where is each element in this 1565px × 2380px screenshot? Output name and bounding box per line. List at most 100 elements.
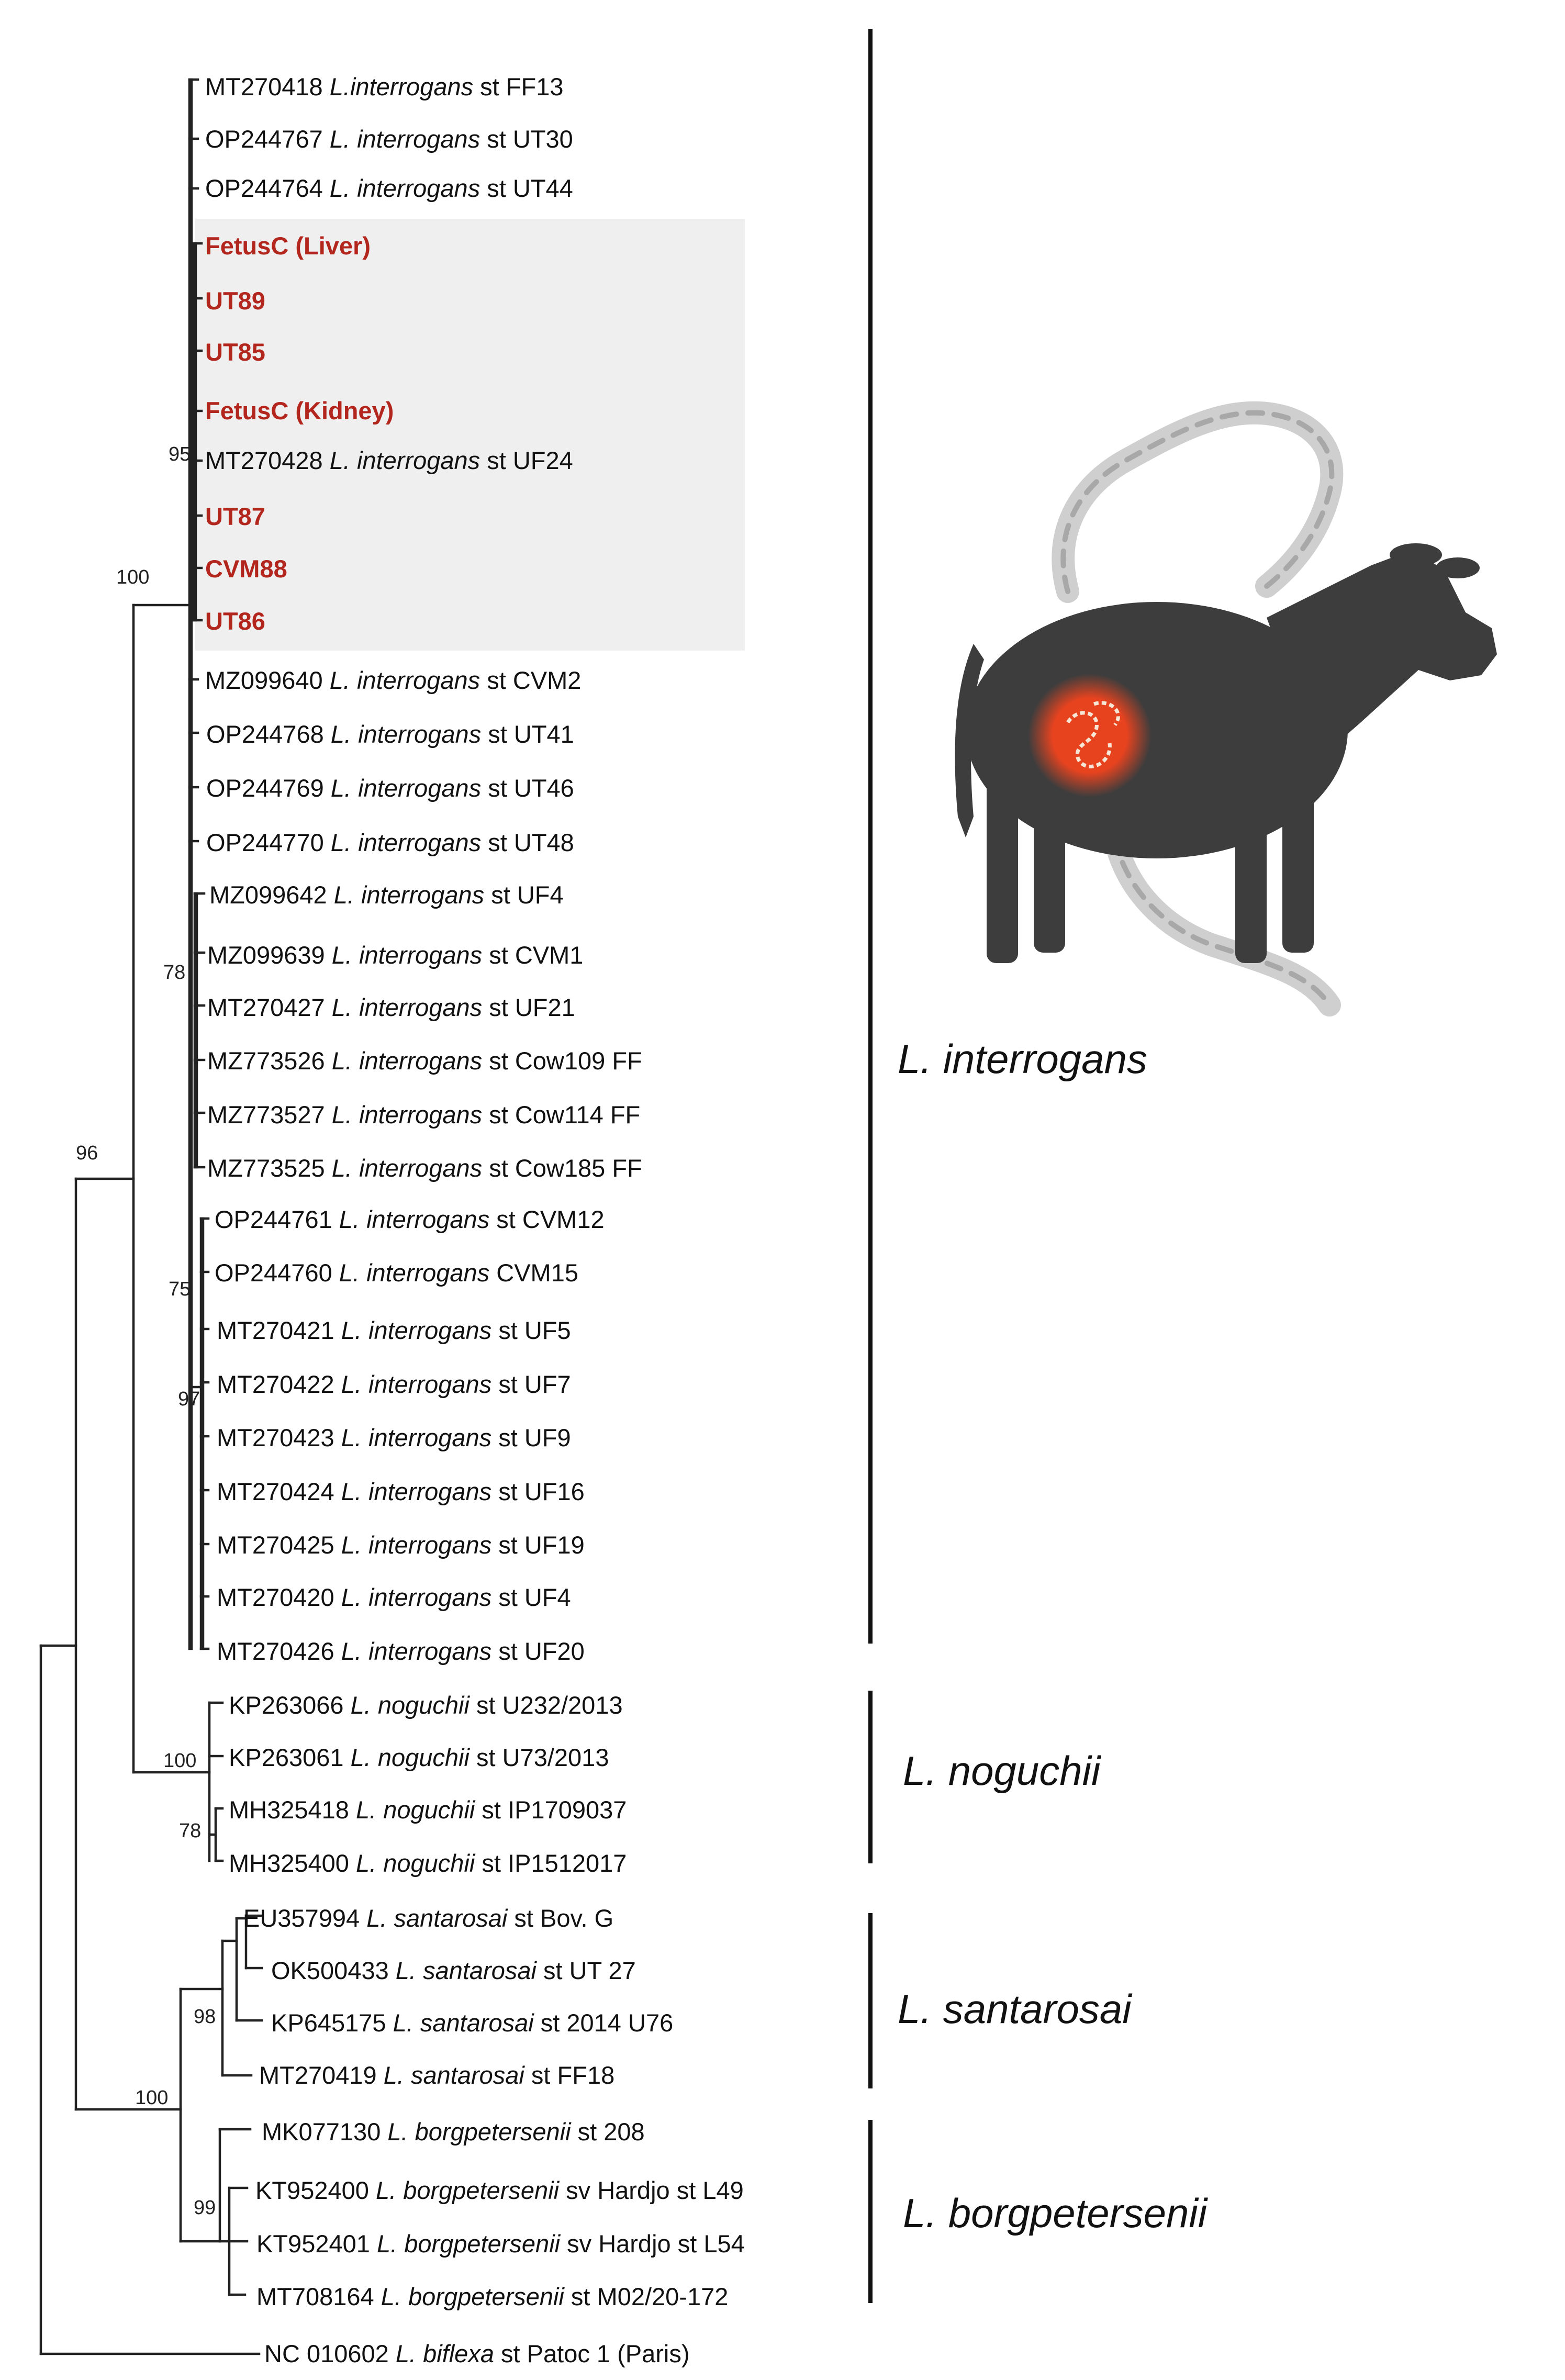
leaf-strain: st UF24: [480, 446, 573, 474]
leaf-label: MT708164 L. borgpetersenii st M02/20-172: [256, 2283, 728, 2310]
leaf-label: KT952401 L. borgpetersenii sv Hardjo st …: [256, 2230, 745, 2258]
leaf-label: MT270424 L. interrogans st UF16: [217, 1478, 585, 1505]
leaf-species: L. biflexa: [389, 2340, 494, 2367]
leaf-strain: st UT 27: [536, 1957, 636, 1984]
leaf-strain: sv Hardjo st L49: [559, 2176, 744, 2204]
leaf-species: L. interrogans: [324, 774, 481, 802]
leaf-label: OP244761 L. interrogans st CVM12: [215, 1205, 605, 1233]
bootstrap-value: 100: [116, 566, 149, 588]
leaf-label: KP645175 L. santarosai st 2014 U76: [271, 2009, 673, 2037]
leaf-accession: MT708164: [256, 2283, 374, 2310]
leaf-accession: MT270425: [217, 1531, 334, 1559]
leaf-accession: MT270423: [217, 1424, 334, 1451]
leaf-strain: st UT30: [480, 125, 573, 153]
leaf-species: L. borgpetersenii: [369, 2176, 560, 2204]
leaf-strain: st FF18: [524, 2061, 614, 2089]
leaf-label: KP263061 L. noguchii st U73/2013: [229, 1744, 609, 1771]
leaf-species: L. interrogans: [325, 993, 482, 1021]
leaf-accession: MZ099642: [209, 881, 327, 909]
leaf-label: MT270425 L. interrogans st UF19: [217, 1531, 585, 1559]
leaf-label: MK077130 L. borgpetersenii st 208: [262, 2118, 645, 2146]
leaf-accession: MT270421: [217, 1316, 334, 1344]
leaf-strain: st UF4: [491, 1583, 571, 1611]
leaf-accession: OK500433: [271, 1957, 389, 1984]
leaf-accession: OP244760: [215, 1259, 332, 1287]
leaf-species: L. interrogans: [324, 720, 481, 748]
bootstrap-value: 75: [169, 1278, 191, 1300]
leaf-strain: st UT44: [480, 174, 573, 202]
leaf-label: MT270423 L. interrogans st UF9: [217, 1424, 571, 1451]
leaf-species: L. interrogans: [325, 1101, 482, 1128]
leaf-label: OP244768 L. interrogans st UT41: [206, 720, 574, 748]
leaf-strain: st UF9: [491, 1424, 571, 1451]
leaf-label: NC 010602 L. biflexa st Patoc 1 (Paris): [264, 2340, 689, 2367]
leaf-accession: KT952401: [256, 2230, 370, 2258]
leaf-accession: MZ099640: [205, 666, 323, 694]
leaf-label: MZ099639 L. interrogans st CVM1: [207, 941, 583, 969]
leaf-species: L. noguchii: [349, 1796, 476, 1824]
leaf-species: L. interrogans: [334, 1531, 491, 1559]
leaf-accession: KP263066: [229, 1691, 344, 1719]
leaf-accession: OP244770: [206, 829, 324, 856]
leaf-strain: st IP1512017: [475, 1849, 627, 1877]
leaf-accession: KP263061: [229, 1744, 344, 1771]
leaf-accession: MH325400: [229, 1849, 349, 1877]
leaf-species: L. interrogans: [332, 1205, 489, 1233]
leaf-accession: OP244764: [205, 174, 323, 202]
leaf-species: L. noguchii: [344, 1691, 471, 1719]
leaf-strain: st UT41: [481, 720, 574, 748]
leaf-accession: MZ773525: [207, 1154, 325, 1182]
leaf-strain: st UF21: [482, 993, 575, 1021]
leaf-species: L. interrogans: [325, 941, 482, 969]
leaf-accession: UT89: [205, 287, 265, 315]
leaf-strain: st Cow109 FF: [482, 1047, 642, 1075]
leaf-strain: st Cow114 FF: [482, 1101, 640, 1128]
leaf-species: L. interrogans: [323, 446, 480, 474]
leaf-strain: st UF7: [491, 1370, 571, 1398]
leaf-accession: OP244768: [206, 720, 324, 748]
leaf-accession: EU357994: [243, 1904, 360, 1932]
leaf-label: MT270421 L. interrogans st UF5: [217, 1316, 571, 1344]
leaf-accession: CVM88: [205, 555, 287, 583]
leaf-label: OP244769 L. interrogans st UT46: [206, 774, 574, 802]
bootstrap-value: 100: [163, 1750, 196, 1772]
leaf-strain: st Bov. G: [507, 1904, 613, 1932]
leaf-label: MT270428 L. interrogans st UF24: [205, 446, 573, 474]
clade-label-borgpetersenii: L. borgpetersenii: [903, 2190, 1209, 2236]
bootstrap-value: 97: [178, 1388, 200, 1410]
leaf-label: MT270420 L. interrogans st UF4: [217, 1583, 571, 1611]
leaf-label: MZ099642 L. interrogans st UF4: [209, 881, 564, 909]
leaf-accession: MZ773526: [207, 1047, 325, 1075]
leaf-label: MZ773527 L. interrogans st Cow114 FF: [207, 1101, 640, 1128]
leaf-species: L. interrogans: [325, 1154, 482, 1182]
leaf-species: L. interrogans: [334, 1316, 491, 1344]
leaf-accession: KT952400: [255, 2176, 369, 2204]
leaf-strain: st M02/20-172: [564, 2283, 729, 2310]
leaf-strain: st UT46: [481, 774, 574, 802]
leaf-species: L. noguchii: [344, 1744, 471, 1771]
leaf-label: KP263066 L. noguchii st U232/2013: [229, 1691, 623, 1719]
bootstrap-value: 78: [179, 1820, 201, 1842]
leaf-species: L. interrogans: [323, 666, 480, 694]
tree-branches: [39, 78, 263, 2355]
study-sample-label: UT86: [205, 607, 265, 635]
leaf-label: MZ099640 L. interrogans st CVM2: [205, 666, 581, 694]
leaf-label: EU357994 L. santarosai st Bov. G: [243, 1904, 613, 1932]
leaf-accession: MZ099639: [207, 941, 325, 969]
infection-glow-icon: [1028, 674, 1152, 797]
leaf-strain: st 208: [571, 2118, 645, 2146]
leaf-strain: st CVM1: [482, 941, 583, 969]
clade-label-santarosai: L. santarosai: [898, 1986, 1133, 2032]
leaf-accession: MT270420: [217, 1583, 334, 1611]
leaf-strain: st Cow185 FF: [482, 1154, 642, 1182]
cow-illustration: [955, 401, 1497, 1016]
leaf-species: L. santarosai: [377, 2061, 526, 2089]
leaf-strain: st CVM2: [480, 666, 581, 694]
leaf-label: OP244764 L. interrogans st UT44: [205, 174, 573, 202]
bootstrap-value: 99: [194, 2197, 216, 2219]
leaf-accession: UT85: [205, 338, 265, 366]
leaf-label: MZ773526 L. interrogans st Cow109 FF: [207, 1047, 642, 1075]
clade-labels: L. interrogans L. noguchii L. santarosai…: [898, 1036, 1209, 2236]
